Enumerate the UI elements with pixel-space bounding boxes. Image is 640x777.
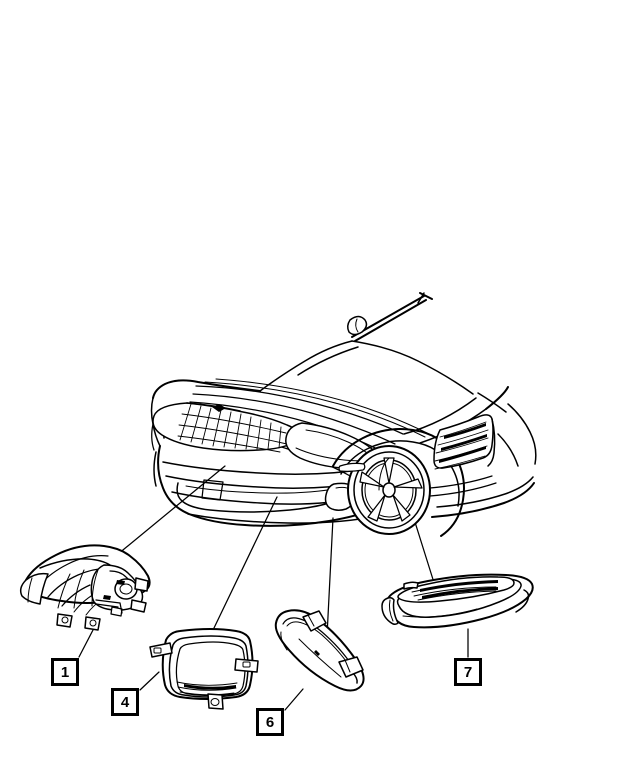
callout-box-6[interactable]: 6 <box>256 708 284 736</box>
headlamp-mounting-tab-center <box>84 616 101 631</box>
wheel-spokes <box>359 457 423 522</box>
fender-marker-end-cap <box>381 597 399 626</box>
callout-number-4: 4 <box>120 693 130 711</box>
callout-number-7: 7 <box>463 663 473 681</box>
side-mirror <box>346 315 368 336</box>
side-marker-clip-upper <box>302 610 327 632</box>
grille-cross-bars <box>177 413 288 453</box>
grille <box>152 402 300 453</box>
callout-number-6: 6 <box>265 713 275 731</box>
callout-box-4[interactable]: 4 <box>111 688 139 716</box>
body-side <box>429 403 537 518</box>
radio-antenna <box>351 292 433 342</box>
callout-box-7[interactable]: 7 <box>454 658 482 686</box>
fog-lamp-tab-right <box>234 658 259 673</box>
part-headlamp-assembly <box>19 544 151 631</box>
front-wheel <box>332 428 465 537</box>
fender-side-vent <box>433 414 496 470</box>
part-fog-lamp-bezel <box>149 628 259 710</box>
fog-lamp-tab-bottom <box>207 693 224 710</box>
part-fender-marker-lamp <box>381 573 534 629</box>
reference-line-6 <box>326 517 334 637</box>
fog-lamp-tab-left <box>149 642 173 658</box>
leader-lines <box>78 628 469 711</box>
grille-slats <box>179 403 282 450</box>
reference-line-1 <box>111 465 226 560</box>
side-marker-clip-lower <box>338 656 364 678</box>
callout-box-1[interactable]: 1 <box>51 658 79 686</box>
callout-number-1: 1 <box>60 663 70 681</box>
windshield <box>259 340 507 413</box>
fender-marker-tab <box>403 581 419 590</box>
reference-line-4 <box>213 496 278 629</box>
leader-line-4 <box>139 671 160 691</box>
fog-lamp-rib-detail <box>176 681 238 696</box>
part-side-marker-lamp <box>274 609 365 692</box>
fender-edge-left <box>151 423 155 451</box>
vehicle-illustration <box>150 292 537 537</box>
headlamp-mounting-tab-left <box>56 613 73 628</box>
bumper-edge-left <box>153 451 157 487</box>
leader-line-6 <box>284 688 304 711</box>
leader-line-1 <box>78 629 94 658</box>
vehicle-fender-marker <box>338 462 366 472</box>
